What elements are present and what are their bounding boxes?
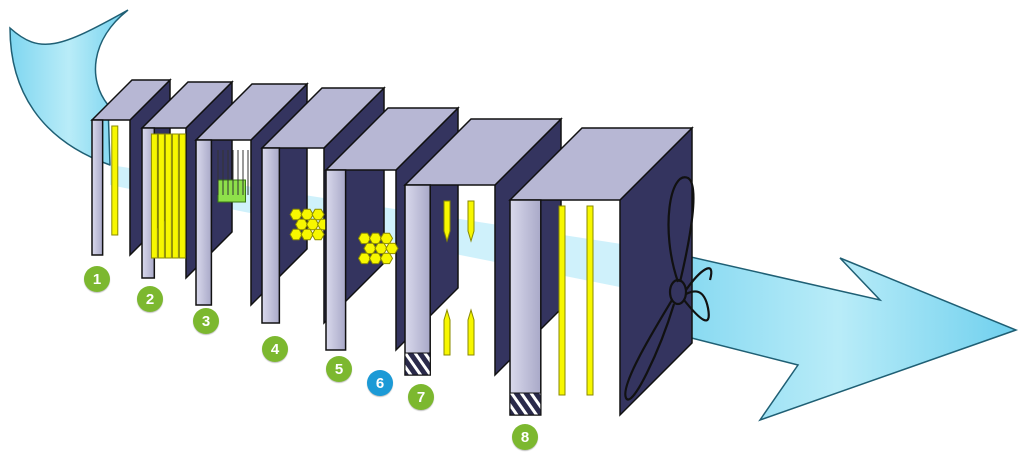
tube-element-icon [171,133,179,259]
honeycomb-cell-icon [368,252,383,265]
honeycomb-cell-icon [363,242,377,255]
filter-frames [90,78,694,417]
stage-badge-5: 5 [326,356,352,382]
honeycomb-cell-icon [295,218,309,231]
honeycomb-cell-icon [300,228,314,241]
honeycomb-cell-icon [289,208,303,221]
honeycomb-cell-icon [357,252,372,265]
honeycomb-cell-icon [379,232,394,245]
stage-badge-8: 8 [512,424,538,450]
tube-element-icon [586,205,594,396]
airflow-outlet-arrow [659,249,1019,422]
emitter-icon [467,200,475,243]
honeycomb-cell-icon [368,232,383,245]
stage-badge-7: 7 [408,384,434,410]
emitter-icon [467,308,475,356]
honeycomb-cell-icon [357,232,372,245]
honeycomb-cell-icon [300,208,314,221]
honeycomb-cell-icon [289,228,303,241]
honeycomb-cell-icon [379,252,394,265]
tube-element-icon [164,133,172,259]
filter-frame-7 [508,126,694,417]
stage-badge-3: 3 [193,308,219,334]
tube-element-icon [157,133,165,259]
emitter-icon [443,200,451,243]
tube-element-icon [558,205,566,396]
honeycomb-cell-icon [306,218,320,231]
honeycomb-cell-icon [311,228,325,241]
airflow-inlet-arrow [9,9,129,167]
tube-element-icon [150,133,158,259]
stage-badge-6: 6 [367,370,393,396]
honeycomb-cell-icon [311,208,325,221]
emitter-icon [443,308,451,356]
honeycomb-cell-icon [374,242,388,255]
fan-propeller-icon [624,176,713,401]
tube-element-icon [178,133,186,259]
stage-badge-2: 2 [137,286,163,312]
stage-badge-1: 1 [84,266,110,292]
honeycomb-cell-icon [385,242,399,255]
stage-badge-4: 4 [262,336,288,362]
collector-plate-icon [217,179,246,203]
tube-element-icon [111,125,119,236]
